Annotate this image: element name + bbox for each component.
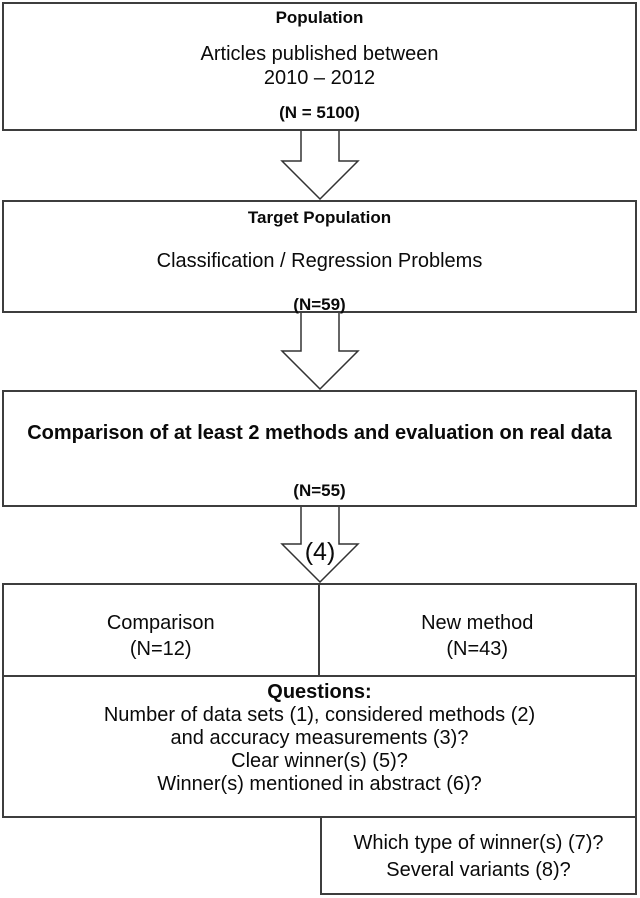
question-line: Clear winner(s) (5)? <box>231 750 408 772</box>
down-arrow-icon <box>280 313 360 390</box>
population-count: (N = 5100) <box>279 103 360 122</box>
target-population-line: Classification / Regression Problems <box>156 250 483 272</box>
down-arrow-icon <box>280 131 360 200</box>
new-method-questions-box: Which type of winner(s) (7)? Several var… <box>320 816 637 895</box>
target-population-count: (N=59) <box>293 295 346 314</box>
question-line: Several variants (8)? <box>386 859 571 881</box>
population-box: Population Articles published between 20… <box>2 2 637 131</box>
population-title: Population <box>275 8 364 27</box>
question-line: Which type of winner(s) (7)? <box>353 832 604 854</box>
question-line: Number of data sets (1), considered meth… <box>103 704 536 726</box>
questions-box: Questions: Number of data sets (1), cons… <box>2 675 637 818</box>
down-arrow-icon <box>280 507 360 583</box>
excluded-count-label: (4) <box>304 538 336 566</box>
comparison-cell: Comparison (N=12) <box>4 585 320 677</box>
target-population-box: Target Population Classification / Regre… <box>2 200 637 314</box>
comparison-eval-title: Comparison of at least 2 methods and eva… <box>27 422 612 444</box>
population-line-2: 2010 – 2012 <box>263 67 376 89</box>
population-line-1: Articles published between <box>200 43 439 65</box>
new-method-label: New method <box>421 612 534 634</box>
target-population-title: Target Population <box>247 208 392 227</box>
comparison-eval-box: Comparison of at least 2 methods and eva… <box>2 390 637 507</box>
new-method-cell: New method (N=43) <box>320 585 636 677</box>
comparison-label: Comparison <box>106 612 215 634</box>
questions-title: Questions: <box>267 681 372 703</box>
question-line: and accuracy measurements (3)? <box>170 727 469 749</box>
split-box: Comparison (N=12) New method (N=43) <box>2 583 637 677</box>
comparison-count: (N=12) <box>129 638 192 660</box>
new-method-count: (N=43) <box>446 638 509 660</box>
comparison-eval-count: (N=55) <box>293 481 346 500</box>
question-line: Winner(s) mentioned in abstract (6)? <box>157 773 482 795</box>
